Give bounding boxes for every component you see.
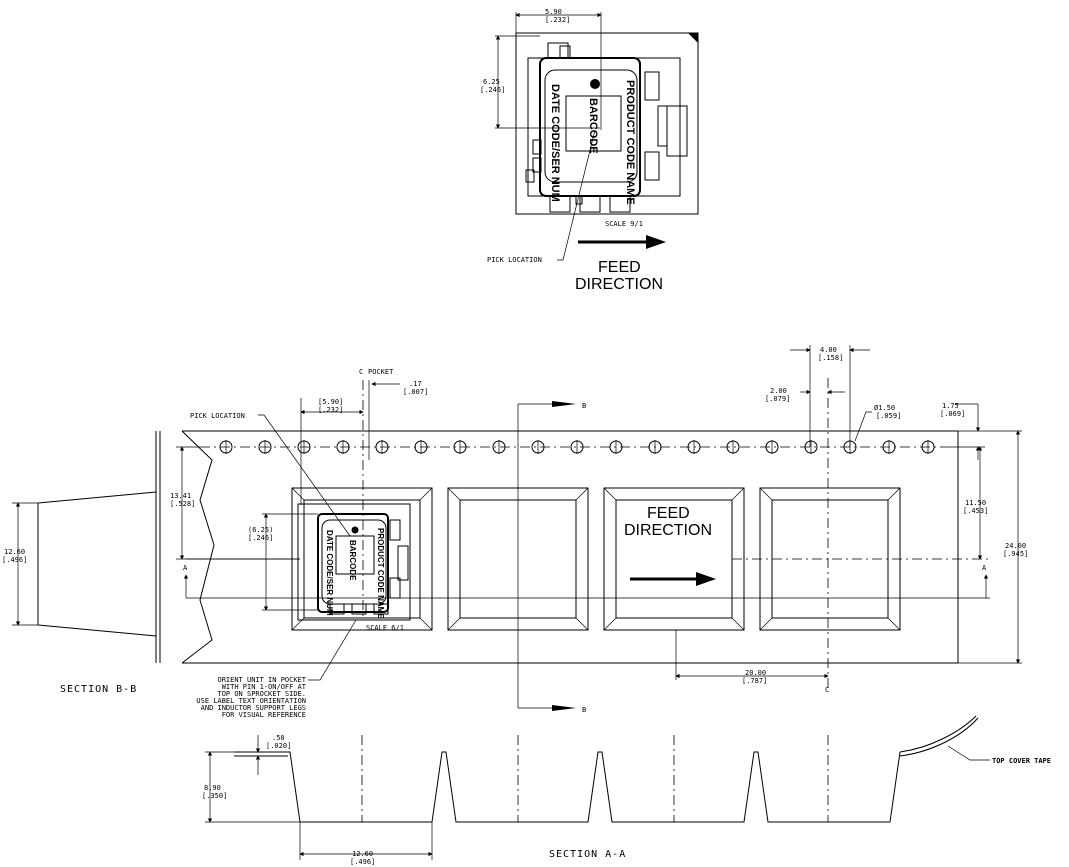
section-aa-label: SECTION A-A [549, 849, 626, 860]
bb-dim-1260-in: [.496] [2, 556, 27, 564]
dim-625b-in: [.246] [248, 534, 273, 542]
bb-dim-1260: 12.60 [4, 548, 25, 556]
orient-note-line: WITH PIN 1-ON/OFF AT [222, 683, 307, 691]
tape-view: PRODUCT CODE NAME BARCODE DATE CODE/SER … [170, 345, 1028, 719]
dim-1150-in: [.453] [963, 507, 988, 515]
dim-625b: (6.25) [248, 526, 273, 534]
aa-dim-050-in: [.020] [266, 742, 291, 750]
top-feed-line1: FEED [598, 259, 641, 276]
section-a-right: A [982, 564, 987, 572]
dim-017: .17 [409, 380, 422, 388]
dim-590b: [5.90] [318, 398, 343, 406]
section-b-bottom: B [582, 706, 586, 714]
pick-location-label: PICK LOCATION [190, 412, 245, 420]
section-b-top: B [582, 402, 586, 410]
dim-625: 6.25 [483, 78, 500, 86]
dim-200: 2.00 [770, 387, 787, 395]
top-cover-tape-label: TOP COVER TAPE [992, 757, 1051, 765]
aa-dim-1260-in: [.496] [350, 858, 375, 866]
dim-400-in: [.158] [818, 354, 843, 362]
dim-1150: 11.50 [965, 499, 986, 507]
pocket-date-code: DATE CODE/SER NUM [325, 530, 334, 616]
orient-note-line: ORIENT UNIT IN POCKET [217, 676, 306, 684]
top-feed-line2: DIRECTION [575, 276, 663, 293]
pocket-product-code: PRODUCT CODE NAME [376, 528, 385, 619]
orient-note-line: USE LABEL TEXT ORIENTATION [196, 697, 306, 705]
feed-line2: DIRECTION [624, 522, 712, 539]
dim-175: 1.75 [942, 402, 959, 410]
pocket-barcode: BARCODE [348, 540, 357, 581]
pocket-1 [291, 487, 433, 631]
top-scale: SCALE 9/1 [605, 220, 643, 228]
aa-dim-1260: 12.60 [352, 850, 373, 858]
dim-1341: 13.41 [170, 492, 191, 500]
product-code-label: PRODUCT CODE NAME [624, 80, 636, 205]
pocket-component: PRODUCT CODE NAME BARCODE DATE CODE/SER … [297, 503, 411, 621]
dim-2400: 24.00 [1005, 542, 1026, 550]
section-bb: 12.60 [.496] SECTION B-B [2, 431, 161, 695]
dim-017-in: [.007] [403, 388, 428, 396]
top-view-component: PRODUCT CODE NAME BARCODE DATE CODE/SER … [480, 8, 699, 293]
top-pick-location: PICK LOCATION [487, 256, 542, 264]
section-a-left: A [183, 564, 188, 572]
dim-1341-in: [.528] [170, 500, 195, 508]
cl-symbol-pocket: C [359, 368, 363, 376]
dim-590: 5.90 [545, 8, 562, 16]
aa-dim-890-in: [.350] [202, 792, 227, 800]
dim-400: 4.00 [820, 346, 837, 354]
dim-590b-in: [.232] [318, 406, 343, 414]
cl-symbol-right: C [825, 686, 829, 694]
feed-line1: FEED [647, 505, 690, 522]
dim-175-in: [.069] [940, 410, 965, 418]
dim-150-in: [.059] [876, 412, 901, 420]
section-aa: TOP COVER TAPE .50 [.020] 8.90 [.350] 12… [202, 715, 1051, 866]
orient-note-line: AND INDUCTOR SUPPORT LEGS [201, 704, 306, 712]
dim-2000-in: [.787] [742, 677, 767, 685]
dim-2400-in: [.945] [1003, 550, 1028, 558]
orient-note-line: FOR VISUAL REFERENCE [222, 711, 306, 719]
aa-dim-890: 8.90 [204, 784, 221, 792]
dim-200-in: [.079] [765, 395, 790, 403]
pocket-scale: SCALE 6/1 [366, 624, 404, 632]
barcode-label: BARCODE [587, 98, 599, 154]
date-code-label: DATE CODE/SER NUM [549, 84, 561, 202]
orient-note-line: TOP ON SPROCKET SIDE. [217, 690, 306, 698]
dim-590-in: [.232] [545, 16, 570, 24]
dim-150: Ø1.50 [874, 404, 895, 412]
dim-2000: 20.00 [745, 669, 766, 677]
pin1-dot [590, 79, 600, 89]
sprocket-holes [219, 440, 935, 454]
section-bb-label: SECTION B-B [60, 684, 137, 695]
dim-625-in: [.246] [480, 86, 505, 94]
cl-pocket-label: POCKET [368, 368, 394, 376]
aa-dim-050: .50 [272, 734, 285, 742]
